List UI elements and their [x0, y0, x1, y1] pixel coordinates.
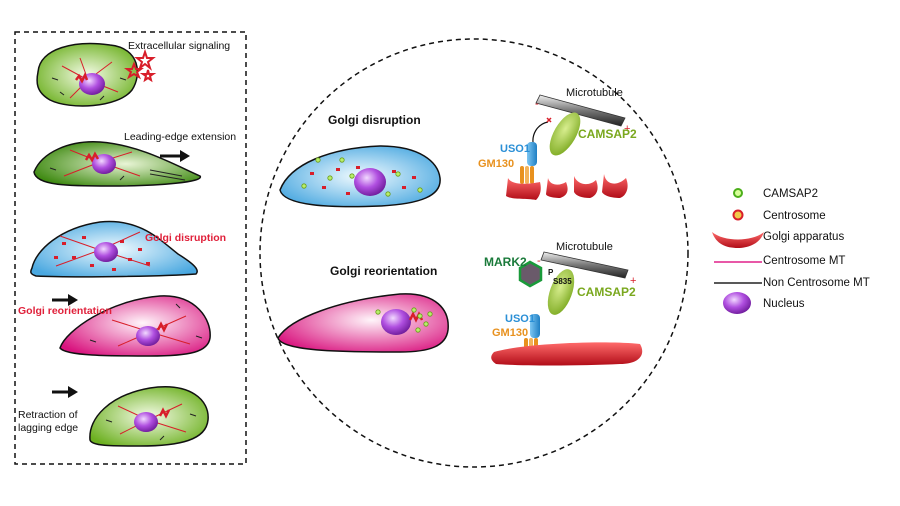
legend-label: Nucleus: [763, 298, 805, 310]
cell-retraction-lagging-edge: Retraction of lagging edge: [18, 386, 209, 447]
s835-label: S835: [553, 277, 572, 286]
mark2-label: MARK2: [484, 255, 527, 269]
left-stage-panel: Extracellular signaling Leading-edge ext…: [14, 31, 247, 465]
plus-end-label: +: [624, 123, 630, 135]
cell-extracellular-signaling: Extracellular signaling: [36, 40, 230, 107]
phospho-label: P: [548, 268, 554, 277]
legend-label: Centrosome MT: [763, 255, 845, 267]
minus-end-label: -: [535, 98, 539, 110]
uso1-label: USO1: [505, 313, 535, 325]
gm130-label: GM130: [478, 158, 514, 170]
nucleus-icon: [94, 242, 118, 262]
panel-border: [14, 31, 247, 465]
golgi-reorientation-stage-label: Golgi reorientation: [18, 305, 112, 317]
legend-label: Non Centrosome MT: [763, 277, 870, 289]
legend-label: Golgi apparatus: [763, 231, 844, 243]
reorientation-cell: [277, 293, 449, 353]
legend-item-non-centrosome-mt: Non Centrosome MT: [714, 277, 870, 289]
microtubule-label: Microtubule: [566, 87, 623, 99]
legend-item-golgi: Golgi apparatus: [712, 231, 844, 248]
cell-golgi-reorientation: Golgi reorientation: [18, 294, 211, 357]
golgi-icon: [712, 232, 764, 248]
legend-label: Centrosome: [763, 210, 826, 222]
camsap2-label: CAMSAP2: [578, 127, 637, 141]
camsap2-protein: [549, 112, 581, 156]
camsap2-dot-icon: [733, 188, 743, 198]
retraction-label-line1: Retraction of: [18, 409, 78, 421]
legend-label: CAMSAP2: [763, 188, 818, 200]
disruption-cell: [279, 145, 441, 208]
fragmented-golgi: [506, 174, 628, 200]
mechanism-circle: Golgi disruption Microtubule - +: [259, 38, 689, 468]
centrosome-icon: [732, 209, 744, 221]
legend-item-nucleus: Nucleus: [723, 292, 805, 314]
uso1-label: USO1: [500, 143, 530, 155]
microtubule: [535, 94, 626, 127]
leading-edge-extension-label: Leading-edge extension: [124, 131, 236, 143]
mark2-kinase: [518, 260, 543, 288]
nucleus-icon: [134, 412, 158, 432]
legend-item-centrosome-mt: Centrosome MT: [714, 255, 845, 267]
minus-end-label: -: [537, 255, 541, 267]
legend-item-camsap2: CAMSAP2: [733, 188, 818, 200]
golgi-disruption-stage-label: Golgi disruption: [145, 232, 226, 244]
nucleus-icon: [354, 168, 386, 196]
legend: CAMSAP2 Centrosome Golgi apparatus Centr…: [712, 188, 870, 314]
disruption-schematic: Microtubule - + CAMSAP2 USO1 GM130: [478, 87, 637, 200]
cell-leading-edge-extension: Leading-edge extension: [33, 131, 236, 187]
gm130-protein: [520, 166, 534, 184]
golgi-disruption-title: Golgi disruption: [328, 113, 421, 127]
block-x-icon: [546, 117, 552, 123]
camsap2-protein: [547, 269, 575, 315]
arrow-head: [68, 386, 78, 398]
arrow-head: [68, 294, 78, 306]
legend-item-centrosome: Centrosome: [732, 209, 826, 222]
gm130-label: GM130: [492, 327, 528, 339]
microtubule: [540, 251, 629, 279]
extracellular-signaling-label: Extracellular signaling: [128, 40, 230, 52]
circle-border: [259, 38, 689, 468]
nucleus-icon: [136, 326, 160, 346]
nucleus-icon: [381, 309, 411, 335]
microtubule-label: Microtubule: [556, 241, 613, 253]
uso1-protein: [530, 314, 540, 338]
reorientation-schematic: Microtubule - + CAMSAP2 MARK2 P S835 USO…: [484, 241, 643, 366]
signaling-star-icons: [124, 48, 157, 83]
nucleus-icon: [723, 292, 751, 314]
arrow-head: [180, 150, 190, 162]
camsap2-label: CAMSAP2: [577, 285, 636, 299]
nucleus-icon: [79, 73, 105, 95]
uso1-protein: [527, 142, 537, 166]
intact-golgi: [491, 342, 643, 366]
cell-golgi-disruption: Golgi disruption: [30, 220, 226, 278]
retraction-label-line2: lagging edge: [18, 422, 78, 434]
golgi-reorientation-title: Golgi reorientation: [330, 264, 437, 278]
plus-end-label: +: [630, 275, 636, 287]
